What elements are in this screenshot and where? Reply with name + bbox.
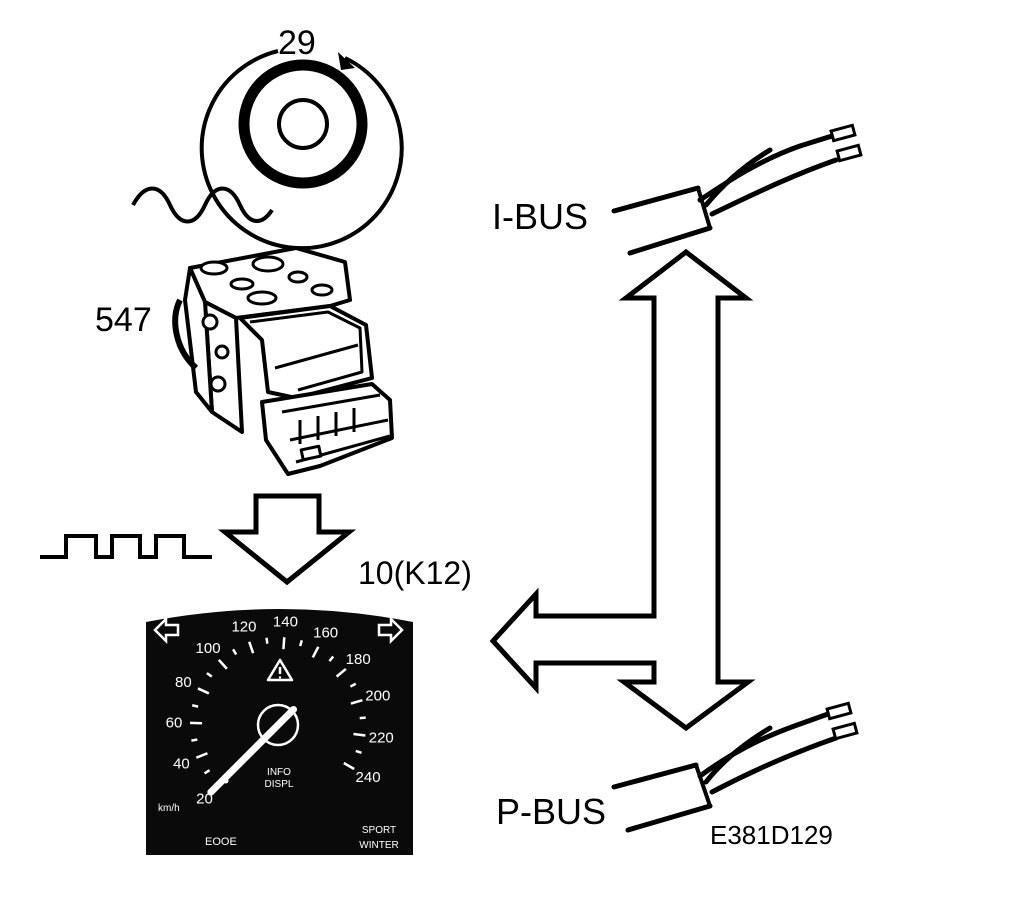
dial-tick-label: 240: [356, 769, 381, 786]
dial-major-tick: [350, 699, 363, 705]
info-display-line2: DISPL: [265, 779, 294, 790]
dial-tick-label: 160: [313, 625, 338, 642]
wheel-sensor: 29: [199, 24, 404, 251]
left-turn-arrow-icon: [153, 615, 180, 645]
dial-minor-tick: [203, 769, 211, 775]
dial-major-tick: [197, 687, 210, 695]
dial-minor-tick: [328, 655, 335, 662]
ibus-cable: [611, 123, 863, 256]
dial-major-tick: [217, 659, 228, 670]
dial-minor-tick: [355, 749, 362, 754]
dial-major-tick: [353, 732, 366, 737]
abs-control-unit: [172, 246, 394, 476]
dial-minor-tick: [298, 639, 303, 647]
down-arrow-icon: [217, 493, 357, 586]
dial-major-tick: [282, 637, 286, 650]
wheel-sensor-label: 29: [278, 24, 316, 62]
dial-tick-label: 200: [365, 688, 390, 705]
dial-minor-tick: [265, 637, 269, 644]
dial-tick-label: 140: [273, 613, 298, 630]
sensor-inner-ring: [277, 98, 329, 150]
dial-tick-label: 60: [166, 715, 183, 732]
abs-unit-label: 547: [95, 301, 152, 339]
sensor-outer-ring: [238, 59, 368, 189]
mode-sport: SPORT: [362, 825, 396, 836]
dial-minor-tick: [191, 704, 199, 708]
dial-major-tick: [248, 641, 255, 654]
mode-winter: WINTER: [359, 840, 398, 851]
rotation-arrow-icon: [338, 52, 355, 70]
dial-tick-marks: [189, 637, 366, 789]
instrument-label: 10(K12): [358, 555, 472, 591]
speed-unit: km/h: [158, 803, 180, 814]
dial-major-tick: [195, 752, 208, 759]
ibus-label: I-BUS: [492, 196, 588, 237]
odometer-display: EOOE: [205, 836, 237, 848]
info-display-line1: INFO: [267, 767, 291, 778]
warning-triangle-icon: [266, 658, 294, 682]
pbus-cable: [611, 701, 859, 833]
sine-signal-icon: [131, 186, 274, 224]
dial-tick-label: 120: [231, 619, 256, 636]
dial-major-tick: [311, 646, 320, 659]
speed-needle: [207, 705, 298, 796]
dial-major-tick: [335, 668, 347, 678]
dial-tick-label: 220: [369, 729, 394, 746]
dial-minor-tick: [349, 682, 357, 688]
dial-tick-label: 180: [346, 651, 371, 668]
dial-tick-label: 40: [173, 756, 190, 773]
bus-connection-arrow: [489, 248, 756, 732]
dial-tick-label: 80: [175, 674, 192, 691]
needle-hub: [256, 703, 300, 747]
right-turn-arrow-icon: [377, 615, 404, 645]
dial-major-tick: [343, 761, 355, 771]
figure-code: E381D129: [710, 820, 833, 850]
dial-minor-tick: [191, 738, 198, 742]
square-signal-icon: [40, 534, 212, 559]
dial-tick-label: 100: [196, 640, 221, 657]
pbus-label: P-BUS: [496, 791, 606, 832]
dial-minor-tick: [206, 672, 213, 678]
dial-minor-tick: [232, 648, 238, 656]
